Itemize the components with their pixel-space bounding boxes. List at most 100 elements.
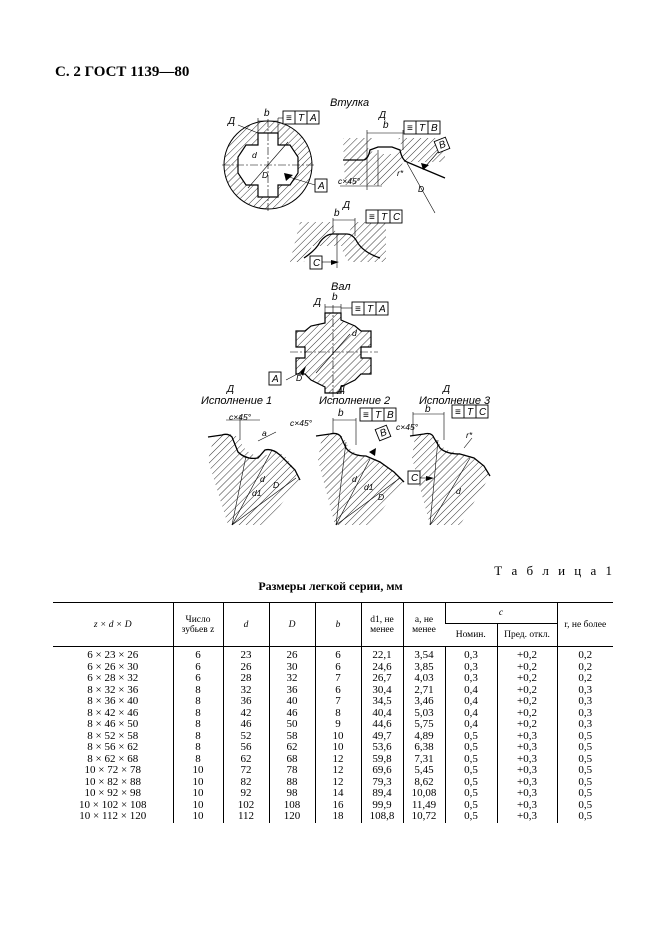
table-cell: 0,5 [556,730,613,742]
table-cell: 50 [268,718,315,731]
table-cell: +0,2 [496,718,557,731]
table-cell: 53,6 [360,741,403,754]
radius-r-exec3: r* [466,430,473,440]
table-cell: 6 [314,646,361,662]
execution-1-drawing [207,415,301,526]
datum-B-box-exec2-group: B [374,424,392,442]
datum-B-box-exec2: B [378,427,389,440]
table-cell: 0,5 [556,753,613,765]
table-cell: 6 × 28 × 32 [87,672,139,684]
table-cell: 0,5 [556,764,613,777]
table-cell: +0,3 [496,799,557,811]
table-cell: 0,5 [444,799,497,811]
table-cell: +0,3 [496,753,557,765]
view-label-bushing: Д [227,116,235,127]
table-cell: 40,4 [360,707,403,719]
datum-ref-A: A [378,304,386,315]
dim-d-bushing-section: d [252,150,257,160]
sym-symbol: ≡ [286,113,292,124]
bushing-detail-c-drawing [290,218,386,268]
table-cell: 0,3 [444,661,497,673]
table-cell: 24,6 [360,661,403,673]
execution-1-title: Исполнение 1 [201,395,272,407]
table-cell: 30,4 [360,684,403,696]
table-cell: 10 × 72 × 78 [84,764,141,776]
table-cell: 0,2 [556,672,613,685]
table-cell: 40 [268,695,315,708]
table-cell: 8 × 32 × 36 [87,683,139,696]
table-cell: +0,2 [496,684,557,696]
table-cell: +0,3 [496,730,557,742]
table-cell: +0,2 [496,695,557,708]
chamfer-exec1: c×45° [229,412,252,422]
dim-D-exec2: D [378,492,384,502]
table-cell: 23 [222,646,269,662]
table-cell: 0,4 [444,684,497,696]
technical-drawings: Д b d D ≡ T A A Втулка Д b c×45° r* D ≡ … [201,97,491,526]
dim-b-shaft-section: b [332,292,338,303]
table-cell: 8 [172,684,223,696]
table-cell: 0,5 [444,764,497,777]
table-cell: 3,85 [402,661,445,673]
table-cell: 0,2 [556,646,613,662]
dim-D-bushing-detail: D [418,184,424,194]
table-cell: 7 [314,672,361,685]
table-cell: 6 [172,661,223,673]
table-cell: 120 [268,810,315,823]
datum-ref-A: A [309,113,317,124]
table-cell: 6 × 23 × 26 [87,649,139,661]
table-cell: 6 × 26 × 30 [87,660,139,673]
table-cell: 59,8 [360,753,403,765]
dim-a-exec1: a [262,428,267,438]
table-cell: 5,03 [402,707,445,719]
table-cell: 36 [222,695,269,708]
table-cell: 102 [222,799,269,811]
table-cell: 7 [314,695,361,708]
dim-b-exec3: b [425,404,431,415]
table-cell: 0,5 [556,787,613,800]
table-cell: 108,8 [360,810,403,823]
view-label-exec2: Д [337,384,345,395]
table-cell: 69,6 [360,764,403,777]
table-cell: 52 [222,730,269,742]
table-cell: 0,5 [556,776,613,788]
table-cell: 46 [222,718,269,731]
table-cell: 6 [172,646,223,662]
table-cell: 0,5 [556,741,613,754]
table-cell: 22,1 [360,646,403,662]
table-cell: 0,3 [556,707,613,719]
table-cell: 8 [172,753,223,765]
bushing-detail-drawing [340,130,446,214]
tol-T: T [419,123,426,134]
table-cell: 26 [268,646,315,662]
col-header-D: D [268,602,315,647]
table-cell: 8 [172,718,223,731]
sym-symbol: ≡ [363,410,369,421]
execution-2-title: Исполнение 2 [319,395,390,407]
dim-d1-exec2: d1 [364,482,374,492]
view-label-exec3: Д [442,384,450,395]
table-cell: 3,54 [402,646,445,662]
table-cell: 32 [268,672,315,685]
chamfer-exec2: c×45° [290,418,313,428]
table-cell: 12 [314,753,361,765]
table-cell: 32 [222,684,269,696]
table-cell: 10 × 112 × 120 [79,810,147,822]
table-cell: +0,3 [496,776,557,788]
table-cell: 0,5 [444,753,497,765]
dim-b-exec2: b [338,408,344,419]
tol-T: T [367,304,374,315]
table-cell: 30 [268,661,315,673]
execution-3-title: Исполнение 3 [419,395,491,407]
table-cell: 108 [268,799,315,811]
table-cell: 10 [172,776,223,788]
